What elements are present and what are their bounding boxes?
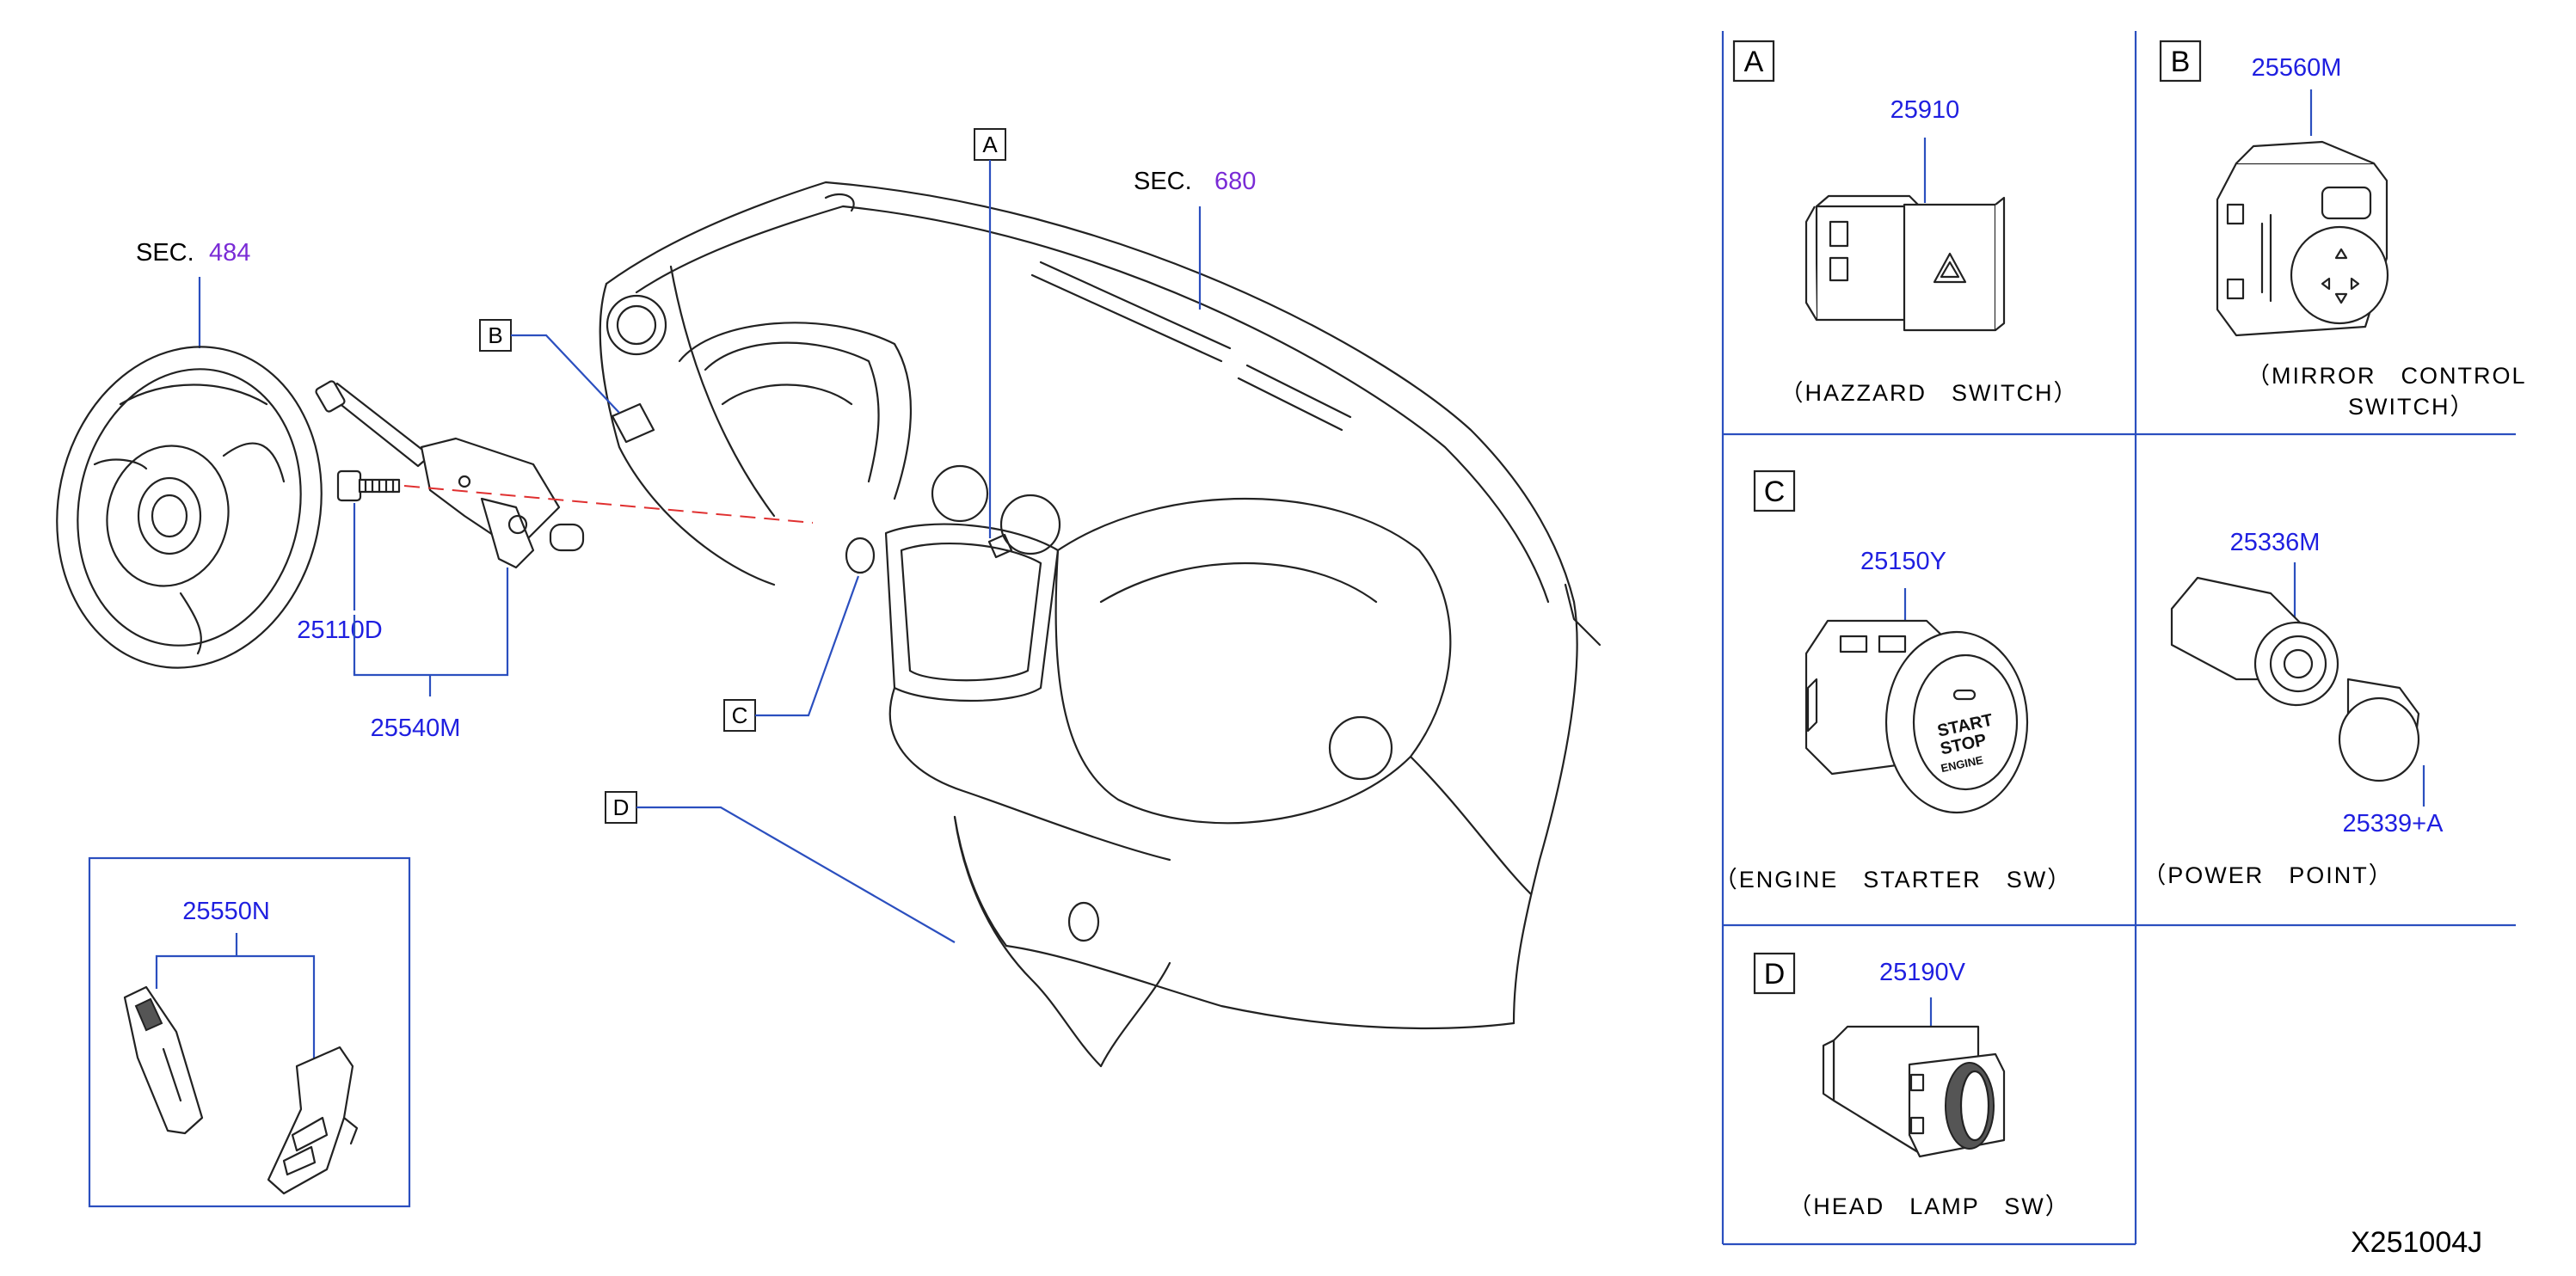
panel-power-point-caption: （POWER POINT） xyxy=(2143,862,2394,888)
callout-a[interactable]: A xyxy=(974,128,1006,538)
mirror-control-illustration xyxy=(2216,140,2389,337)
callout-d[interactable]: D xyxy=(605,791,956,943)
panel-a: A 25910 （HAZZARD SWITCH） xyxy=(1732,40,2079,406)
engine-starter-illustration: START STOP ENGINE xyxy=(1804,619,2029,814)
part-number-25550N[interactable]: 25550N xyxy=(182,898,270,925)
part-number-25110D[interactable]: 25110D xyxy=(297,617,382,644)
callout-c[interactable]: C xyxy=(723,575,860,732)
instrument-panel-illustration xyxy=(599,181,1602,1068)
bolt-illustration xyxy=(336,469,401,502)
part-number-25150Y[interactable]: 25150Y xyxy=(1860,548,1946,575)
head-lamp-switch-illustration xyxy=(1822,1025,2006,1158)
panel-c-letter: C xyxy=(1764,475,1786,508)
left-steering-switch-illustration xyxy=(123,985,204,1135)
part-number-25560M[interactable]: 25560M xyxy=(2252,54,2342,82)
sec-484-number[interactable]: 484 xyxy=(209,239,250,267)
part-number-25190V[interactable]: 25190V xyxy=(1879,959,1966,986)
panel-b-caption-line2: SWITCH） xyxy=(2348,394,2475,420)
panel-d-caption: （HEAD LAMP SW） xyxy=(1788,1193,2070,1219)
panel-c-caption: （ENGINE STARTER SW） xyxy=(1714,867,2073,893)
part-number-25540M[interactable]: 25540M xyxy=(371,715,461,742)
panel-b-caption-line1: （MIRROR CONTROL xyxy=(2247,363,2527,389)
panel-a-letter-box xyxy=(1732,40,1775,83)
drawing-code: X251004J xyxy=(2351,1226,2482,1259)
panel-grid xyxy=(1721,31,2516,1246)
section-680-ref: SEC. 680 xyxy=(1134,168,1256,310)
panel-a-letter: A xyxy=(1744,46,1764,78)
sec-484-prefix: SEC. xyxy=(136,239,194,267)
sec-680-prefix: SEC. xyxy=(1134,168,1192,195)
panel-d-letter: D xyxy=(1764,958,1786,991)
part-number-25336M[interactable]: 25336M xyxy=(2230,529,2321,556)
steering-wheel-illustration xyxy=(56,346,323,669)
panel-d-letter-box xyxy=(1753,952,1796,995)
panel-b-letter-box xyxy=(2159,40,2202,83)
hazard-switch-illustration xyxy=(1804,194,2006,332)
callout-b-letter: B xyxy=(488,322,502,348)
power-point-socket-illustration xyxy=(2170,576,2339,707)
callout-d-letter: D xyxy=(613,794,630,820)
panel-d: D 25190V （HEAD LAMP SW） xyxy=(1753,952,2070,1219)
callout-b[interactable]: B xyxy=(479,319,620,414)
panel-c-letter-box xyxy=(1753,469,1796,512)
right-steering-switch-illustration xyxy=(267,1046,359,1195)
panel-power-point: 25336M 25339+A （POWER POINT） xyxy=(2143,529,2444,888)
panel-b-letter: B xyxy=(2171,46,2191,78)
panel-c: C 25150Y START STOP ENGINE （ENGINE START… xyxy=(1714,469,2073,893)
part-number-25910[interactable]: 25910 xyxy=(1891,96,1960,124)
steering-switches-box: 25550N xyxy=(88,856,411,1208)
sec-680-number[interactable]: 680 xyxy=(1214,168,1256,195)
section-484-ref: SEC. 484 xyxy=(136,239,250,348)
callout-c-letter: C xyxy=(732,702,748,728)
panel-a-caption: （HAZZARD SWITCH） xyxy=(1780,380,2079,406)
power-point-cap-illustration xyxy=(2338,678,2420,782)
callout-a-letter: A xyxy=(982,132,998,157)
dashed-leader xyxy=(403,485,814,524)
part-number-25339A[interactable]: 25339+A xyxy=(2343,810,2444,837)
panel-b: B 25560M （MIRROR CONTROL SWITCH） xyxy=(2159,40,2527,420)
